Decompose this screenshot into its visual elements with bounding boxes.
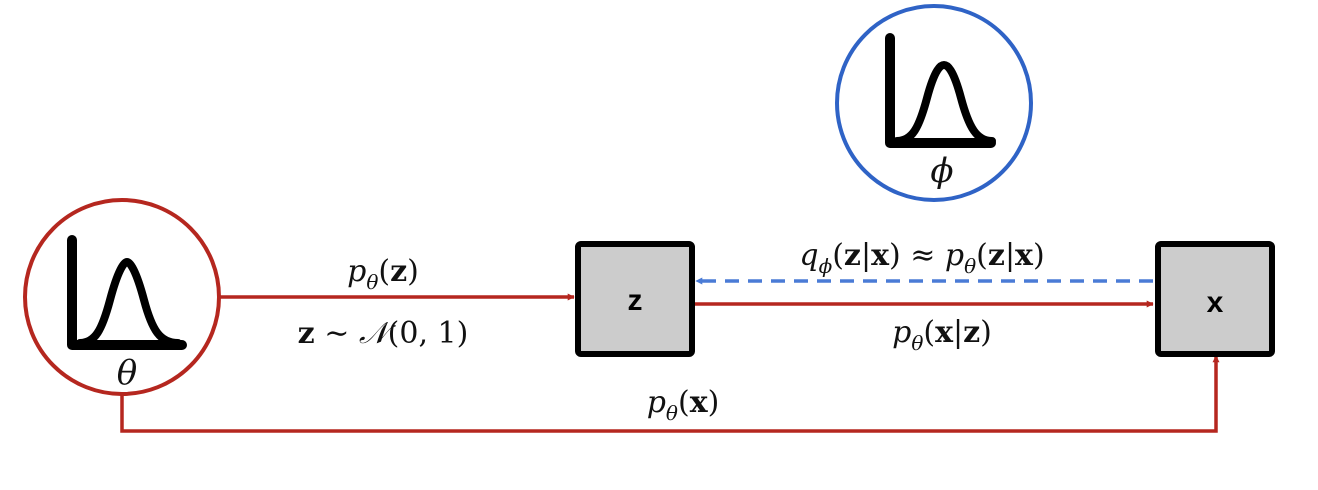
encoder-label: qϕ(z|x) ≈ pθ(z|x) xyxy=(799,238,1044,278)
theta-parameter: θ xyxy=(23,198,221,396)
decoder-label: pθ(x|z) xyxy=(892,315,992,355)
distribution-curve-icon xyxy=(885,33,996,148)
x-box xyxy=(1155,241,1275,357)
node-z: z xyxy=(575,241,695,357)
prior-label: pθ(z) xyxy=(347,254,419,294)
edge-marginal: pθ(x) xyxy=(120,355,1220,433)
z-box xyxy=(575,241,695,357)
phi-parameter: ϕ xyxy=(835,4,1033,202)
edge-encoder: qϕ(z|x) ≈ pθ(z|x) xyxy=(695,238,1153,285)
node-x: x xyxy=(1155,241,1275,357)
theta-label: θ xyxy=(117,353,137,393)
marginal-arrow xyxy=(120,355,1220,433)
phi-label: ϕ xyxy=(930,151,953,191)
edge-decoder: pθ(x|z) xyxy=(694,300,1154,355)
z-label: z xyxy=(628,284,643,317)
marginal-label: pθ(x) xyxy=(647,385,720,425)
edge-prior: pθ(z) z ∼ 𝒩(0, 1) xyxy=(219,254,575,351)
distribution-curve-icon xyxy=(67,235,187,350)
x-label: x xyxy=(1207,286,1224,319)
prior-distribution-label: z ∼ 𝒩(0, 1) xyxy=(298,316,469,351)
